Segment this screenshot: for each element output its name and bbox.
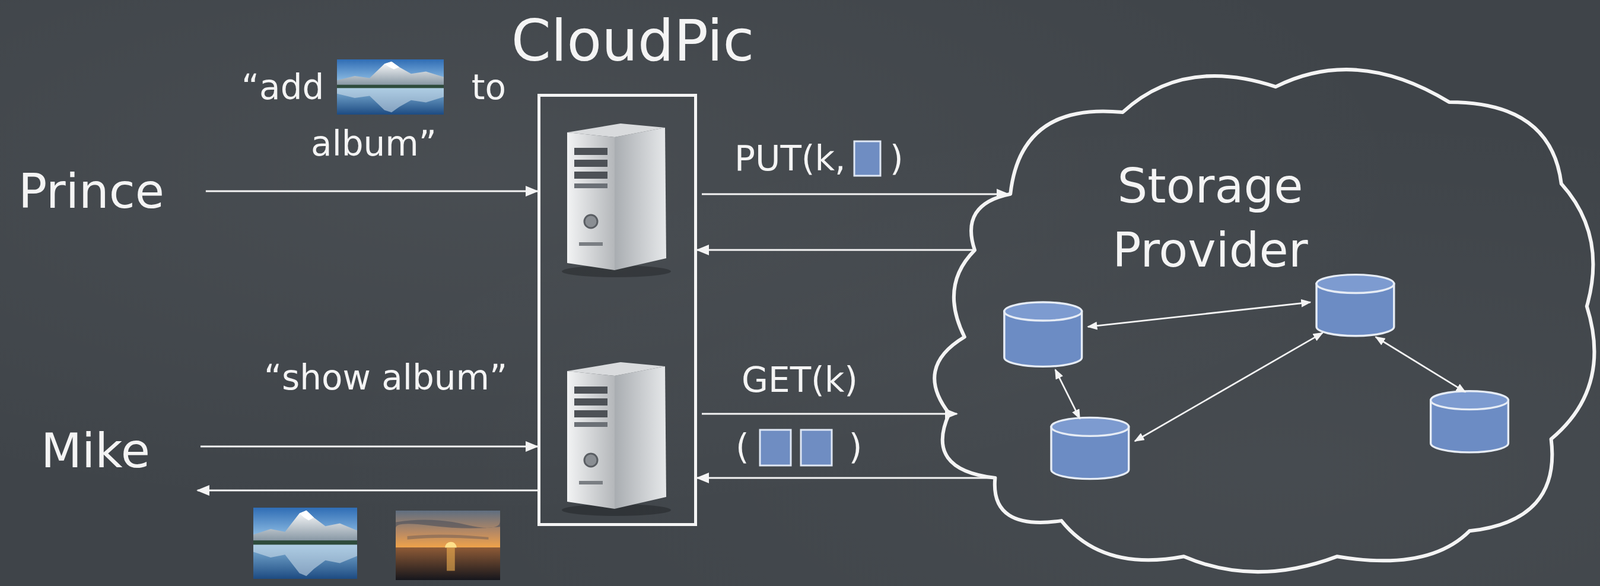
cloud-node: Storage Provider [923,65,1598,576]
database-cylinder [1430,390,1509,453]
edge-label: “show album” [263,356,508,399]
request-arrow [197,489,538,492]
replication-arrow [1088,301,1311,327]
replication-arrow [1134,332,1323,441]
sunset-photo [395,510,501,580]
cloud-outline [923,65,1598,576]
request-arrow [701,193,1009,196]
edge-label: “add to album” [234,59,514,173]
database-cylinder [1004,301,1083,367]
actor-label: Mike [40,424,151,513]
node-text: Prince [18,165,165,218]
mountain-photo [253,507,358,579]
request-arrow [205,190,538,193]
node-text: CloudPic [511,10,755,73]
edge-label: PUT(k, ) [734,137,904,180]
node-text: Mike [40,424,151,477]
edge-label: () [735,425,962,468]
database-cylinder [1316,274,1395,336]
request-arrow [697,249,975,251]
request-arrow [697,476,995,479]
replication-arrow [1055,369,1080,419]
edge-label: GET(k) [741,358,858,401]
replication-arrow [1375,336,1466,393]
request-arrow [200,445,538,448]
actor-label: Prince [18,165,165,218]
server-illustration [561,361,671,516]
node-text: Storage Provider [1085,154,1335,283]
database-cylinder [1051,417,1129,479]
server-illustration [561,123,671,278]
service-box: CloudPic [537,93,698,526]
request-arrow [701,412,957,415]
